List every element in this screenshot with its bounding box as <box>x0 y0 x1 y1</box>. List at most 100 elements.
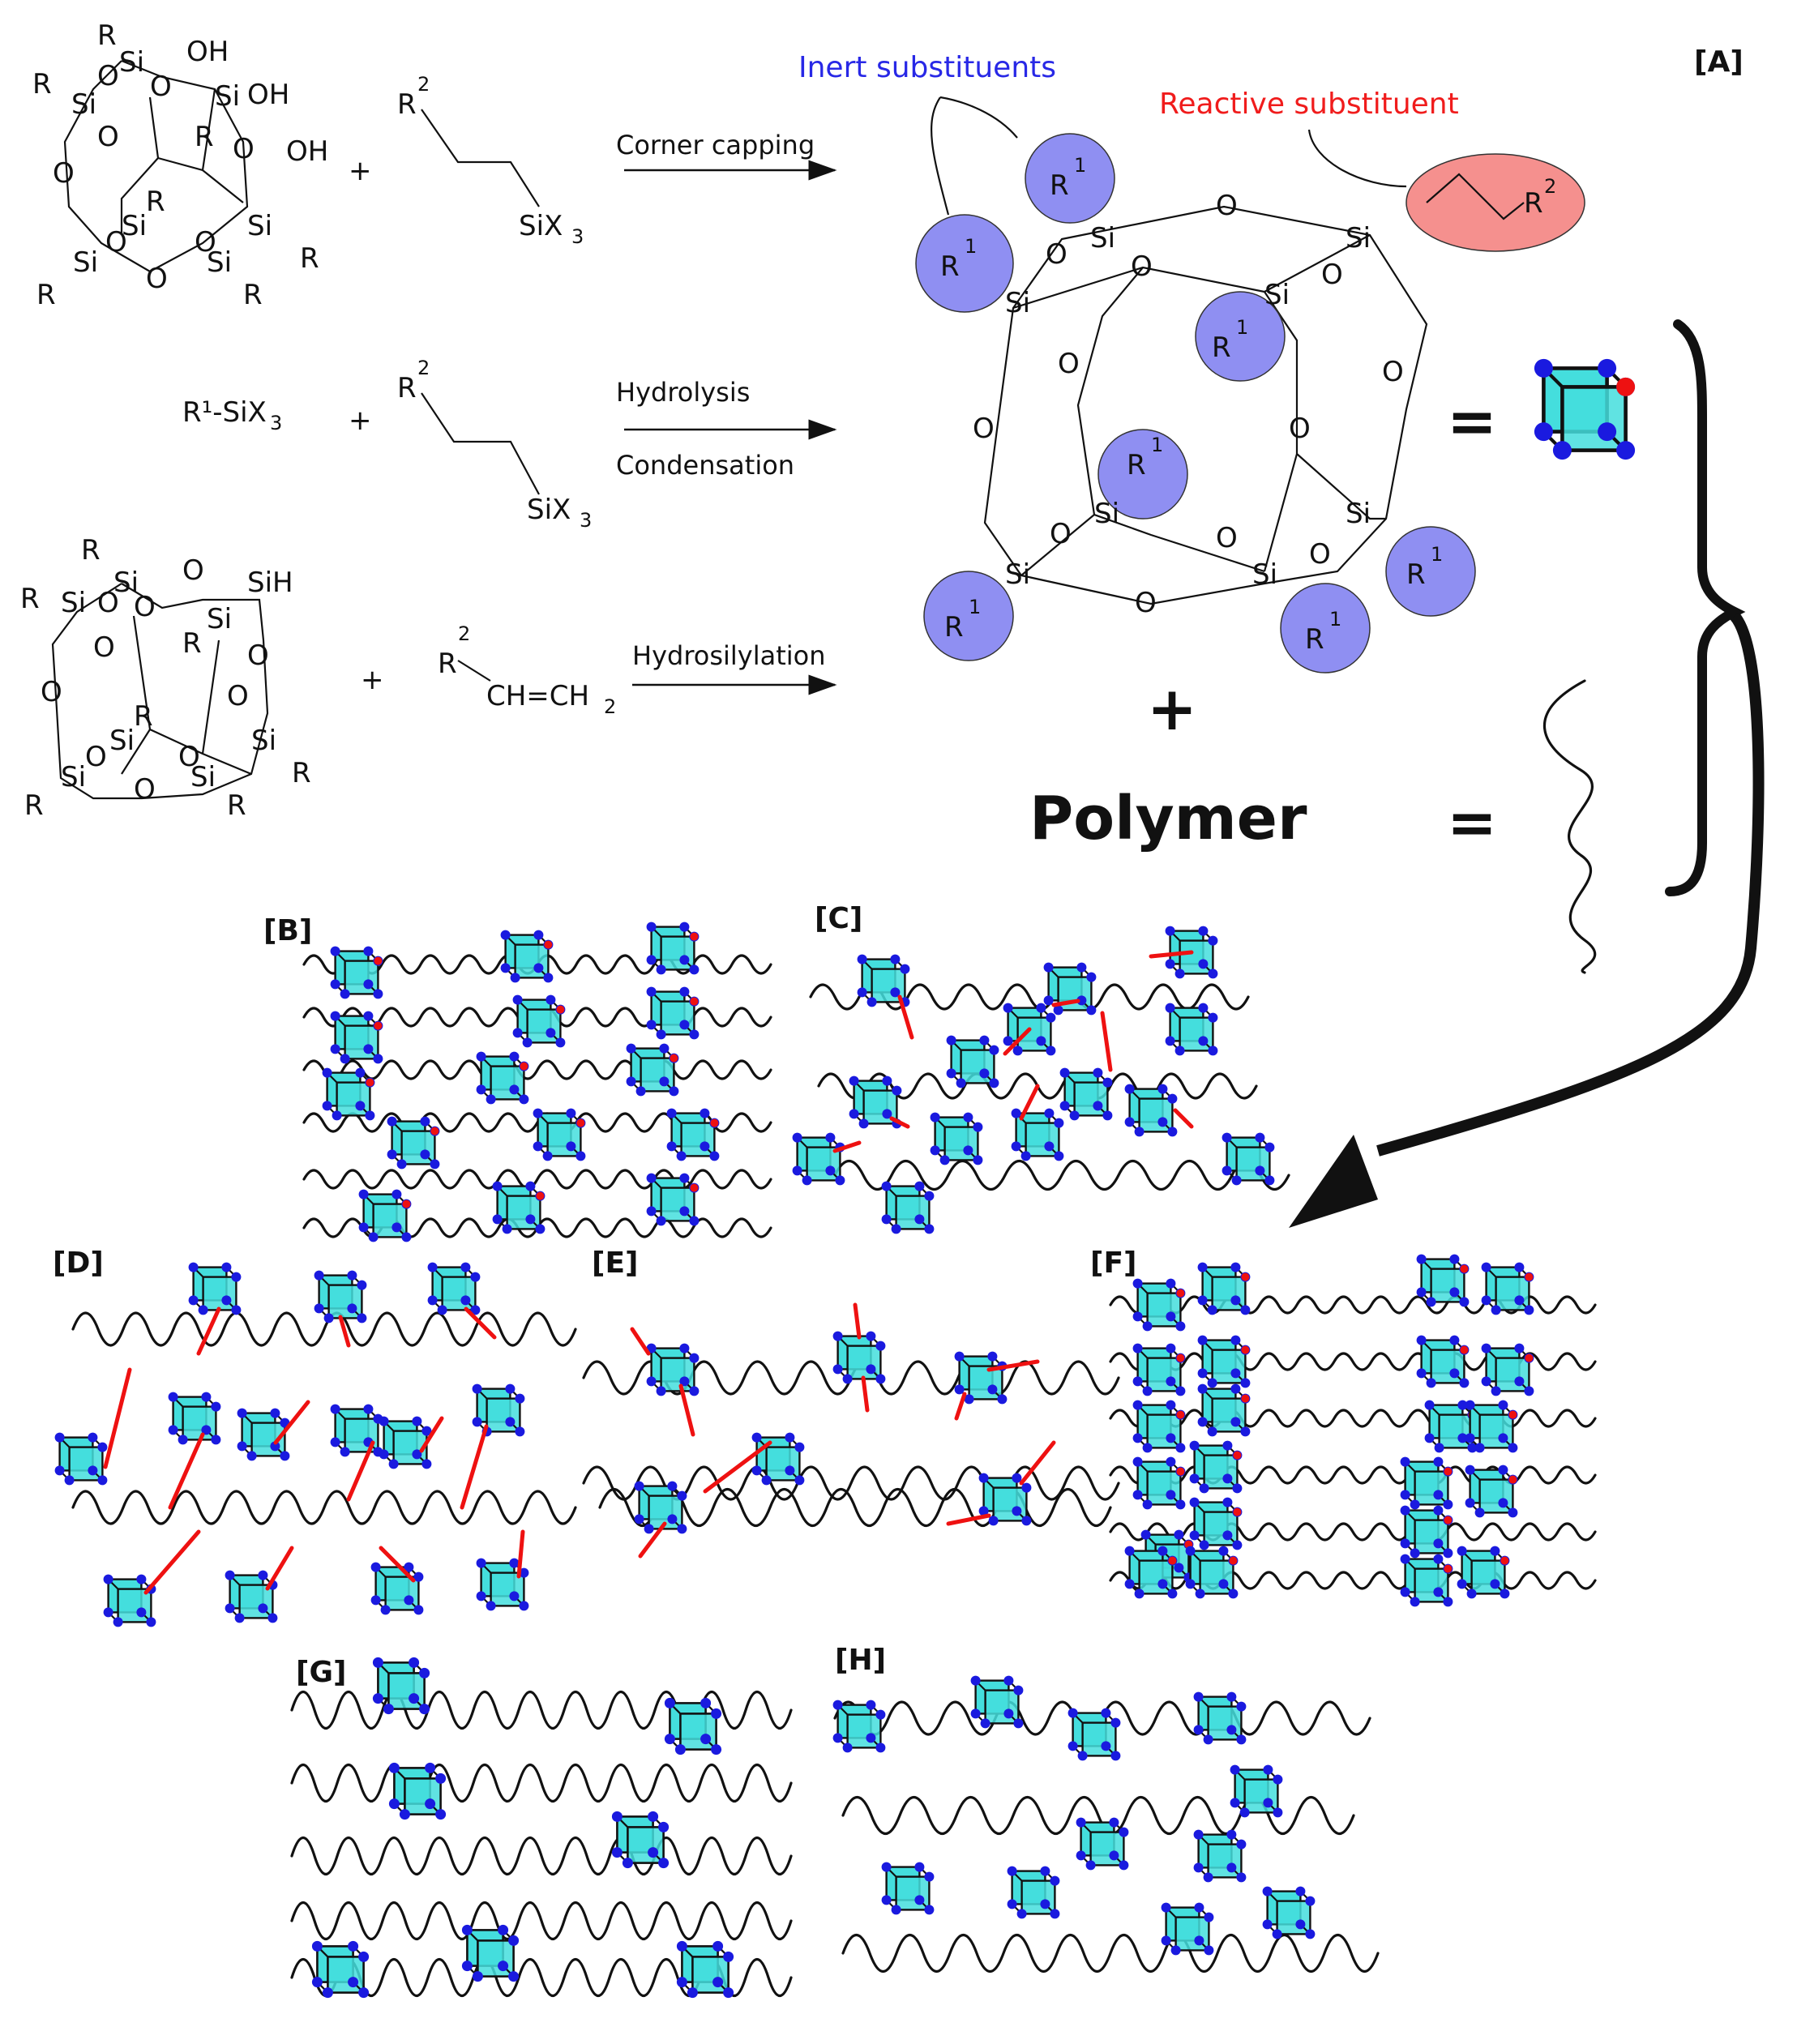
poss-cube <box>371 1656 431 1716</box>
cage-o-3: O <box>1131 250 1153 283</box>
h-o-8: O <box>178 741 200 773</box>
reactive-r2sup: 2 <box>1544 175 1556 198</box>
reactive-vertex <box>1444 1516 1453 1524</box>
poss-cube <box>1192 1691 1247 1746</box>
covalent-link <box>516 1529 525 1579</box>
poss-cube <box>224 1569 279 1624</box>
chem-r2-a: R <box>397 88 417 121</box>
poss-cube <box>460 1923 520 1983</box>
polymer-chain-icon <box>1543 679 1597 974</box>
covalent-link <box>889 1116 910 1129</box>
h-si-5: Si <box>251 725 276 757</box>
reactive-vertex <box>710 1118 719 1127</box>
chem-si-7: Si <box>207 246 232 279</box>
poss-cube <box>1188 1439 1243 1495</box>
covalent-link <box>1051 998 1080 1007</box>
covalent-link <box>703 1440 772 1494</box>
chem-r1-c: R <box>195 121 214 153</box>
covalent-link <box>265 1546 294 1591</box>
chem-o-6: O <box>105 226 127 259</box>
poss-cube <box>1480 1261 1535 1316</box>
reactive-vertex <box>1525 1353 1534 1362</box>
reactive-vertex <box>1176 1410 1185 1419</box>
poss-cube <box>102 1573 157 1628</box>
covalent-link <box>638 1521 667 1559</box>
cage-o-1: O <box>1216 190 1238 222</box>
cage-o-11: O <box>1309 538 1331 571</box>
covalent-link <box>1149 950 1194 959</box>
inert-substituent-5 <box>923 571 1014 661</box>
polymer-chain <box>290 1837 793 1875</box>
polymer-chain <box>302 1059 772 1080</box>
poss-cube <box>751 1431 806 1486</box>
poss-cube <box>1229 1764 1284 1819</box>
brace <box>1665 319 1746 896</box>
reactive-vertex <box>520 1062 528 1071</box>
panel-c-morphology <box>791 925 1290 1235</box>
reactive-vertex <box>536 1191 545 1200</box>
reactive-vertex <box>1233 1507 1242 1516</box>
chem-o-3: O <box>97 121 119 153</box>
reactive-vertex <box>366 1078 374 1087</box>
poss-cube <box>832 1699 887 1754</box>
poss-cube <box>187 1261 242 1316</box>
poss-cube <box>1261 1885 1316 1940</box>
h-si-3: Si <box>207 603 232 635</box>
poss-cube <box>53 1431 109 1486</box>
panel-g-morphology <box>290 1656 793 1999</box>
chem-r1-d: R <box>146 186 165 218</box>
h-r1-e: R <box>292 757 311 789</box>
reactive-vertex <box>1176 1353 1185 1362</box>
panel-h-morphology <box>832 1674 1380 1973</box>
chem-si-4: Si <box>122 210 147 242</box>
arrow-hydrosilylation: Hydrosilylation <box>632 640 837 695</box>
cage-o-4: O <box>1321 259 1343 291</box>
poss-cube <box>1132 1456 1187 1511</box>
chem-r1-g: R <box>243 279 263 311</box>
reactive-vertex <box>1460 1264 1469 1273</box>
h-si-1: Si <box>113 567 139 599</box>
panel-label-c: [C] <box>815 902 862 935</box>
poss-cube-icon <box>1534 359 1635 460</box>
h-si-2: Si <box>61 587 86 619</box>
label-reactive-substituent: Reactive substituent <box>1159 88 1459 121</box>
poss-cage: Si Si Si Si Si Si Si Si O O O O O O O O … <box>915 133 1585 673</box>
inert-r1sup-1: 1 <box>1074 154 1086 177</box>
h-o-7: O <box>227 680 249 712</box>
poss-cube <box>610 1810 670 1870</box>
label-inert-substituents: Inert substituents <box>798 51 1056 84</box>
poss-cube <box>1160 1901 1215 1956</box>
reactive-r: R <box>1524 187 1543 220</box>
panel-e-morphology <box>582 1302 1120 1559</box>
inert-r-3: R <box>1212 331 1231 364</box>
chem-o-1: O <box>97 60 119 92</box>
chem-r2-b: R <box>397 372 417 404</box>
cage-o-10: O <box>1216 522 1238 554</box>
reactive-vertex <box>430 1127 439 1135</box>
reactive-vertex <box>1176 1289 1185 1298</box>
poss-cube <box>929 1111 984 1166</box>
chem-six-a: SiX <box>519 210 563 242</box>
inert-r1sup-2: 1 <box>965 235 977 258</box>
cage-si-4: Si <box>1264 279 1290 311</box>
reactive-vertex <box>1460 1345 1469 1354</box>
panel-b-morphology <box>302 921 772 1243</box>
covalent-link <box>1003 1027 1032 1056</box>
poss-cube <box>1184 1545 1239 1600</box>
covalent-link <box>1100 1011 1113 1072</box>
chem-vinyl: CH=CH <box>486 680 589 712</box>
h-r1-d: R <box>134 700 153 733</box>
polymer-chain <box>290 1901 793 1940</box>
poss-cube <box>663 1696 723 1756</box>
covalent-link <box>1019 1440 1056 1486</box>
poss-cube <box>1196 1383 1251 1438</box>
polymer-chain <box>841 1934 1380 1973</box>
poss-cube <box>499 929 554 984</box>
panel-label-f: [F] <box>1090 1246 1137 1280</box>
h-si-7: Si <box>190 761 216 793</box>
h-o-9: O <box>85 741 107 773</box>
equals-polymer: = <box>1447 788 1497 857</box>
poss-cube <box>329 945 384 1000</box>
h-o-1: O <box>182 554 204 587</box>
panel-d-morphology <box>53 1261 577 1628</box>
